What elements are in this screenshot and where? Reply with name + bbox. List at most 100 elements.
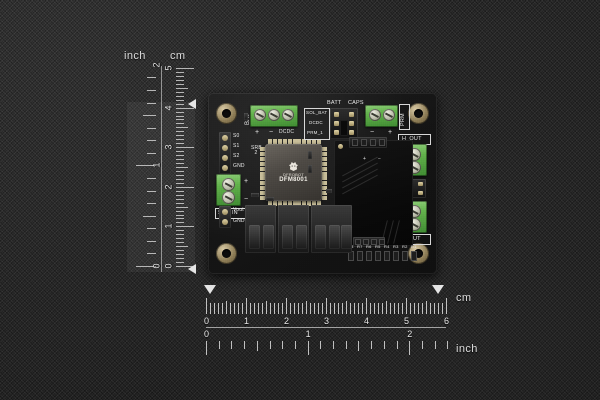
- horizontal-ruler-inch-label: inch: [456, 343, 478, 355]
- smd-part-5: [326, 189, 332, 193]
- chip-lead-left: [260, 156, 265, 161]
- hruler-cm-number: 6: [444, 316, 450, 326]
- hruler-cm-minor-tick: [402, 303, 403, 314]
- hruler-cm-minor-tick: [394, 303, 395, 314]
- left-pin-label-gnd: GND: [233, 163, 245, 169]
- chip-lead-left: [260, 186, 265, 191]
- hruler-cm-number: 3: [324, 316, 330, 326]
- bottom-component: [263, 225, 274, 249]
- src-in-minus-label: −: [244, 196, 249, 203]
- chip-lead-right: [322, 191, 327, 196]
- jumper-shunt[interactable]: [340, 120, 348, 136]
- left-pin-label-s0: S0: [233, 133, 240, 139]
- jumper-row-label-prm1: PRM_1: [307, 130, 324, 135]
- vertical-ruler-center-line: [161, 66, 162, 272]
- bottom-pin-label-r6: R6: [366, 244, 372, 249]
- vruler-cm-minor-tick: [176, 182, 184, 184]
- hruler-inch-major-tick: [206, 341, 207, 355]
- vruler-inch-minor-tick: [147, 89, 156, 91]
- vruler-inch-minor-tick: [147, 190, 156, 192]
- vruler-cm-minor-tick: [176, 262, 184, 264]
- module-trace-a: [342, 156, 378, 177]
- vruler-cm-major-tick: [176, 266, 194, 267]
- module-top-header[interactable]: [349, 137, 387, 148]
- bottom-pin-pad-r4[interactable]: [384, 251, 390, 261]
- vruler-inch-minor-tick: [147, 253, 156, 255]
- chip-lead-left: [260, 166, 265, 171]
- hruler-inch-minor-tick: [345, 341, 347, 349]
- module-plus-label: +: [363, 156, 367, 162]
- vruler-cm-mid-tick: [176, 206, 188, 208]
- gnd-label: GND: [233, 218, 245, 224]
- smd-part-1: [251, 193, 259, 197]
- jumper-pad-2: [349, 112, 354, 117]
- hruler-cm-minor-tick: [274, 303, 275, 314]
- vruler-cm-minor-tick: [176, 214, 184, 216]
- jumper-batt-label: BATT: [327, 100, 342, 106]
- vruler-cm-minor-tick: [176, 238, 184, 240]
- module-top-pin-4: [379, 139, 385, 146]
- chip-lead-bottom: [302, 201, 307, 206]
- vruler-inch-major-tick: [136, 165, 156, 167]
- bottom-pin-label-r1: R1: [411, 244, 417, 249]
- hruler-cm-minor-tick: [270, 303, 271, 314]
- module-bottom-pin-2: [363, 239, 369, 245]
- vruler-inch-mid-tick: [143, 215, 156, 217]
- hruler-inch-mid-tick: [256, 341, 258, 351]
- vertical-ruler-inch-label: inch: [124, 50, 146, 62]
- bottom-pin-pad-r6[interactable]: [366, 251, 372, 261]
- hruler-inch-number: 0: [204, 329, 210, 339]
- hruler-cm-minor-tick: [398, 303, 399, 314]
- bottom-pin-pad-r2[interactable]: [402, 251, 408, 261]
- vruler-cm-number: 4: [163, 105, 174, 111]
- chip-lead-top: [307, 139, 312, 144]
- chip-lead-right: [322, 186, 327, 191]
- hruler-inch-minor-tick: [371, 341, 373, 349]
- hruler-inch-minor-tick: [282, 341, 284, 349]
- vruler-inch-minor-tick: [147, 152, 156, 154]
- chip-lead-right: [322, 156, 327, 161]
- vruler-cm-minor-tick: [176, 91, 184, 93]
- horizontal-ruler-cm-label: cm: [456, 292, 472, 304]
- bottom-pin-pad-r3[interactable]: [393, 251, 399, 261]
- vout-label: Vout: [233, 207, 244, 213]
- chip-lead-bottom: [287, 201, 292, 206]
- jumper-block[interactable]: [330, 108, 358, 139]
- bottom-pin-pad-r8[interactable]: [348, 251, 354, 261]
- mounting-hole-top-left: [216, 103, 237, 124]
- left-pin-pad-4: [222, 165, 228, 171]
- hruler-cm-minor-tick: [214, 303, 215, 314]
- hruler-cm-minor-tick: [418, 303, 419, 314]
- jumper-pad-3: [334, 121, 339, 126]
- module-bottom-header[interactable]: [353, 237, 385, 247]
- bottom-pin-pad-r1[interactable]: [411, 251, 417, 261]
- hruler-inch-number: 2: [407, 329, 413, 339]
- vruler-inch-number: 1: [151, 162, 162, 168]
- hruler-cm-minor-tick: [442, 303, 443, 314]
- hruler-cm-minor-tick: [242, 303, 243, 314]
- vruler-cm-major-tick: [176, 107, 194, 109]
- bottom-pin-label-r4: R4: [384, 244, 390, 249]
- bottom-component: [341, 225, 352, 249]
- bat-screw-terminal: [250, 105, 298, 127]
- chip-lead-bottom: [297, 201, 302, 206]
- bottom-pin-pad-r7[interactable]: [357, 251, 363, 261]
- chip-lead-right: [322, 166, 327, 171]
- hruler-cm-minor-tick: [234, 303, 235, 314]
- prm-screw-1: [369, 109, 381, 121]
- chip-lead-bottom: [312, 201, 317, 206]
- chip-lead-top: [317, 139, 321, 144]
- dfrobot-bull-logo: [289, 161, 298, 171]
- hruler-inch-major-tick: [307, 341, 309, 355]
- chip-lead-left: [260, 191, 265, 196]
- bottom-pin-label-r3: R3: [393, 244, 399, 249]
- vruler-cm-minor-tick: [176, 194, 184, 196]
- hruler-inch-number: 1: [305, 329, 311, 339]
- hruler-cm-minor-tick: [358, 303, 359, 314]
- bottom-pin-pad-r5[interactable]: [375, 251, 381, 261]
- vruler-cm-minor-tick: [176, 190, 184, 192]
- chip-lead-left: [260, 196, 265, 200]
- vruler-cm-minor-tick: [176, 163, 184, 165]
